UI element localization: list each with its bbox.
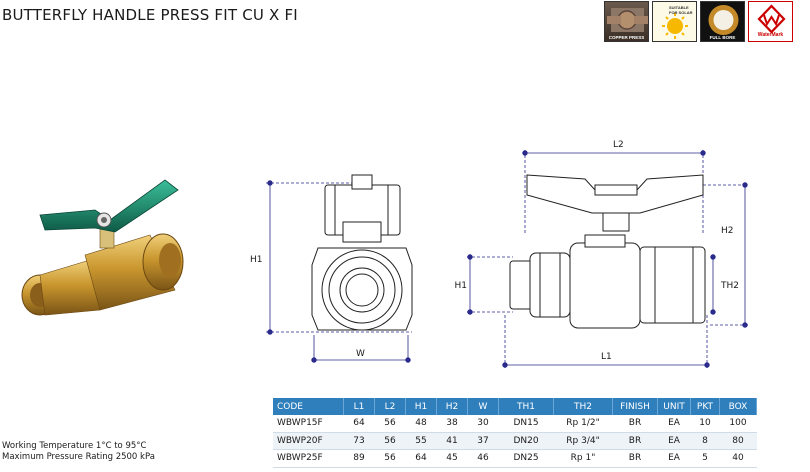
cell-h1: 48 — [405, 415, 437, 433]
column-header: BOX — [719, 398, 757, 415]
column-header: W — [467, 398, 499, 415]
cell-code: WBWP25F — [273, 449, 344, 468]
table-row: WBWP20F 73 56 55 41 37 DN20 Rp 3/4" BR E… — [273, 432, 757, 450]
cell-unit: EA — [657, 415, 691, 433]
dimension-label-th2: TH2 — [720, 281, 739, 291]
cell-finish: BR — [612, 415, 658, 433]
product-spec-table: CODE L1 L2 H1 H2 W TH1 TH2 FINISH UNIT P… — [273, 398, 757, 468]
full-bore-badge-icon: FULL BORE — [700, 1, 745, 42]
cell-th2: Rp 3/4" — [553, 432, 613, 450]
front-view-drawing: L2 H2 TH1 TH2 L1 — [448, 135, 755, 380]
cell-finish: BR — [612, 449, 658, 468]
dimension-label-l2: L2 — [613, 140, 624, 150]
copper-press-badge-icon: COPPER PRESS — [604, 1, 649, 42]
column-header: L2 — [374, 398, 406, 415]
column-header: TH2 — [553, 398, 613, 415]
cell-th1: DN20 — [498, 432, 554, 450]
cell-w: 30 — [467, 415, 499, 433]
dimension-label-l1: L1 — [601, 352, 612, 362]
cell-h1: 64 — [405, 449, 437, 468]
cell-th1: DN15 — [498, 415, 554, 433]
badge-caption: WaterMark — [757, 32, 784, 38]
operating-specs: Working Temperature 1°C to 95°C Maximum … — [2, 441, 155, 463]
dimension-label-th1: TH1 — [455, 281, 467, 291]
cell-l1: 89 — [343, 449, 375, 468]
column-header: TH1 — [498, 398, 554, 415]
cell-unit: EA — [657, 432, 691, 450]
cell-box: 80 — [719, 432, 757, 450]
max-pressure-rating: Maximum Pressure Rating 2500 kPa — [2, 452, 155, 462]
cell-box: 40 — [719, 449, 757, 468]
cell-pkt: 10 — [690, 415, 720, 433]
product-photo — [0, 160, 240, 350]
cell-unit: EA — [657, 449, 691, 468]
cell-box: 100 — [719, 415, 757, 433]
badge-caption: SUITABLE FOR SOLAR — [669, 5, 693, 15]
table-row: WBWP25F 89 56 64 45 46 DN25 Rp 1" BR EA … — [273, 449, 757, 468]
watermark-badge-icon: WaterMark — [748, 1, 793, 42]
table-header-row: CODE L1 L2 H1 H2 W TH1 TH2 FINISH UNIT P… — [273, 398, 757, 415]
column-header: H1 — [405, 398, 437, 415]
cell-l2: 56 — [374, 449, 406, 468]
cell-l2: 56 — [374, 432, 406, 450]
cell-finish: BR — [612, 432, 658, 450]
cell-h2: 45 — [436, 449, 468, 468]
page-title: BUTTERFLY HANDLE PRESS FIT CU X FI — [2, 6, 298, 24]
cell-w: 37 — [467, 432, 499, 450]
column-header: PKT — [690, 398, 720, 415]
badge-caption: FULL BORE — [709, 35, 736, 40]
cell-l1: 64 — [343, 415, 375, 433]
cell-code: WBWP15F — [273, 415, 344, 433]
cell-pkt: 5 — [690, 449, 720, 468]
cell-h1: 55 — [405, 432, 437, 450]
column-header: L1 — [343, 398, 375, 415]
badge-caption: COPPER PRESS — [608, 35, 645, 40]
side-view-drawing: H1 W — [240, 170, 430, 375]
cell-h2: 38 — [436, 415, 468, 433]
working-temperature: Working Temperature 1°C to 95°C — [2, 441, 147, 451]
cell-l2: 56 — [374, 415, 406, 433]
column-header: FINISH — [612, 398, 658, 415]
dimension-label-h2: H2 — [721, 226, 734, 236]
cell-pkt: 8 — [690, 432, 720, 450]
dimension-label-w: W — [356, 349, 365, 359]
solar-sun-badge-icon: SUITABLE FOR SOLAR — [652, 1, 697, 42]
certification-badges: COPPER PRESS SUITABLE FOR SOLAR FULL BOR… — [604, 1, 793, 42]
cell-w: 46 — [467, 449, 499, 468]
column-header: H2 — [436, 398, 468, 415]
column-header: UNIT — [657, 398, 691, 415]
cell-th2: Rp 1/2" — [553, 415, 613, 433]
dimension-label-h1: H1 — [250, 255, 263, 265]
cell-h2: 41 — [436, 432, 468, 450]
cell-code: WBWP20F — [273, 432, 344, 450]
cell-th2: Rp 1" — [553, 449, 613, 468]
cell-th1: DN25 — [498, 449, 554, 468]
table-row: WBWP15F 64 56 48 38 30 DN15 Rp 1/2" BR E… — [273, 415, 757, 433]
cell-l1: 73 — [343, 432, 375, 450]
column-header: CODE — [273, 398, 344, 415]
